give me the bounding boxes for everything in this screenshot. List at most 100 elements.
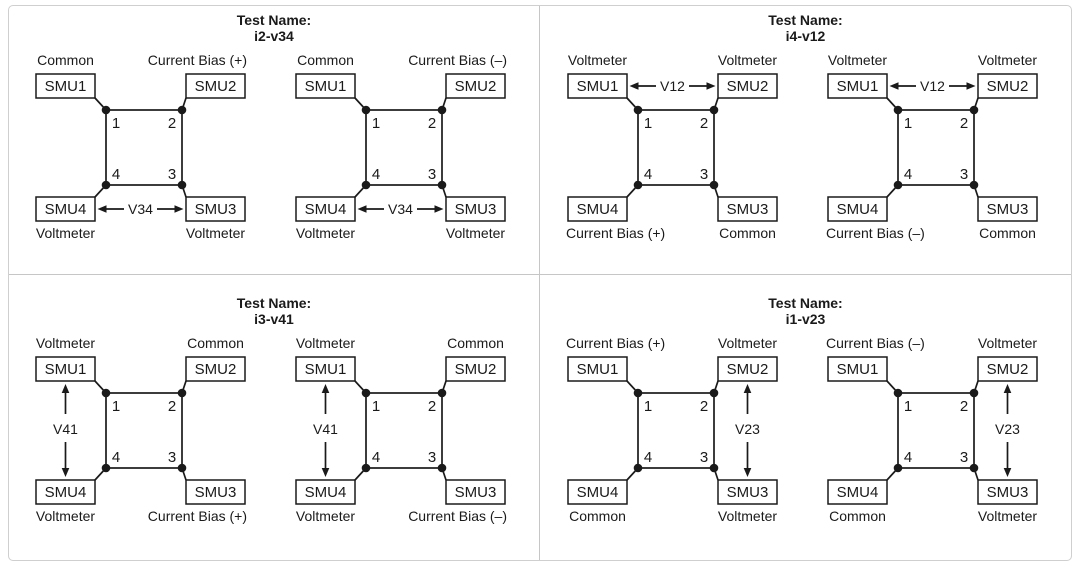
- smu-label: SMU2: [195, 78, 237, 95]
- smu-label: SMU4: [305, 201, 347, 218]
- test-title-label: Test Name:: [768, 12, 843, 28]
- smu-label: SMU4: [836, 484, 878, 501]
- pad-dot: [437, 463, 447, 473]
- smu-box: [566, 479, 628, 505]
- role-label: Voltmeter: [717, 52, 776, 68]
- test-title-name: i2-v34: [254, 28, 294, 44]
- pad-dot: [101, 463, 111, 473]
- pad-dot: [361, 105, 371, 115]
- pad-number: 4: [643, 449, 651, 466]
- wiring-diagram-positive-bias: SMU1Voltmeter1SMU2Voltmeter2SMU3Common3S…: [566, 52, 778, 241]
- pad-number: 4: [903, 449, 911, 466]
- role-label: Current Bias (–): [826, 335, 925, 351]
- smu-box: [566, 356, 628, 382]
- role-label: Common: [187, 335, 244, 351]
- pad-dot: [177, 105, 187, 115]
- pad-dot: [177, 180, 187, 190]
- voltage-label: V34: [128, 201, 153, 217]
- test-title-label: Test Name:: [236, 12, 312, 28]
- pad-dot: [437, 388, 447, 398]
- pad-number: 2: [428, 398, 436, 415]
- sample-square: [896, 392, 975, 469]
- role-label: Voltmeter: [296, 335, 355, 351]
- smu-label: SMU2: [726, 78, 768, 95]
- voltage-label: V23: [735, 421, 760, 437]
- test-title: Test Name: i4-v12: [768, 12, 842, 44]
- smu-label: SMU2: [726, 361, 768, 378]
- pad-dot: [101, 105, 111, 115]
- smu-label: SMU3: [726, 201, 768, 218]
- arrowhead-icon: [743, 468, 751, 477]
- arrowhead-icon: [966, 82, 975, 90]
- pad-number: 1: [903, 115, 911, 132]
- smu-label: SMU1: [305, 78, 347, 95]
- pad-dot: [177, 388, 187, 398]
- smu-box: [445, 196, 506, 222]
- pad-dot: [893, 388, 902, 398]
- pad-number: 3: [699, 449, 707, 466]
- smu-box: [35, 73, 96, 99]
- voltage-label: V41: [53, 421, 78, 437]
- smu-box: [826, 73, 888, 99]
- arrowhead-icon: [889, 82, 898, 90]
- role-label: Voltmeter: [296, 508, 355, 524]
- role-label: Common: [297, 52, 354, 68]
- pad-number: 4: [112, 166, 120, 183]
- role-label: Voltmeter: [36, 225, 95, 241]
- role-label: Voltmeter: [827, 52, 886, 68]
- role-label: Voltmeter: [36, 508, 95, 524]
- smu-box: [716, 479, 778, 505]
- voltage-label: V41: [313, 421, 338, 437]
- sample-square: [365, 392, 443, 469]
- role-label: Current Bias (+): [148, 508, 247, 524]
- test-title-label: Test Name:: [768, 295, 843, 311]
- role-label: Common: [569, 508, 626, 524]
- role-label: Voltmeter: [977, 335, 1036, 351]
- role-label: Common: [447, 335, 504, 351]
- pad-number: 4: [372, 449, 380, 466]
- smu-box: [445, 73, 506, 99]
- pad-number: 1: [112, 115, 120, 132]
- arrowhead-icon: [97, 205, 107, 213]
- arrowhead-icon: [743, 384, 751, 393]
- role-label: Voltmeter: [717, 508, 776, 524]
- role-label: Voltmeter: [296, 225, 355, 241]
- smu-label: SMU1: [576, 78, 618, 95]
- smu-label: SMU3: [195, 484, 237, 501]
- smu-label: SMU1: [836, 361, 878, 378]
- pad-number: 4: [643, 166, 651, 183]
- pad-dot: [709, 105, 718, 115]
- smu-box: [295, 356, 356, 382]
- role-label: Common: [829, 508, 886, 524]
- voltage-label: V12: [920, 78, 945, 94]
- sample-square: [636, 392, 715, 469]
- smu-box: [295, 196, 356, 222]
- smu-label: SMU4: [45, 201, 87, 218]
- role-label: Voltmeter: [717, 335, 776, 351]
- smu-label: SMU4: [576, 201, 618, 218]
- role-label: Common: [719, 225, 776, 241]
- smu-label: SMU4: [576, 484, 618, 501]
- role-label: Current Bias (–): [826, 225, 925, 241]
- smu-label: SMU1: [45, 361, 87, 378]
- pad-number: 4: [112, 449, 120, 466]
- role-label: Current Bias (–): [408, 508, 507, 524]
- pad-dot: [633, 463, 642, 473]
- smu-label: SMU3: [986, 201, 1028, 218]
- pad-number: 2: [168, 398, 176, 415]
- smu-box: [826, 196, 888, 222]
- pad-number: 1: [643, 398, 651, 415]
- pad-dot: [437, 180, 447, 190]
- voltage-label: V34: [388, 201, 413, 217]
- pad-dot: [709, 180, 718, 190]
- arrowhead-icon: [434, 205, 444, 213]
- arrowhead-icon: [61, 384, 70, 393]
- pad-number: 4: [372, 166, 380, 183]
